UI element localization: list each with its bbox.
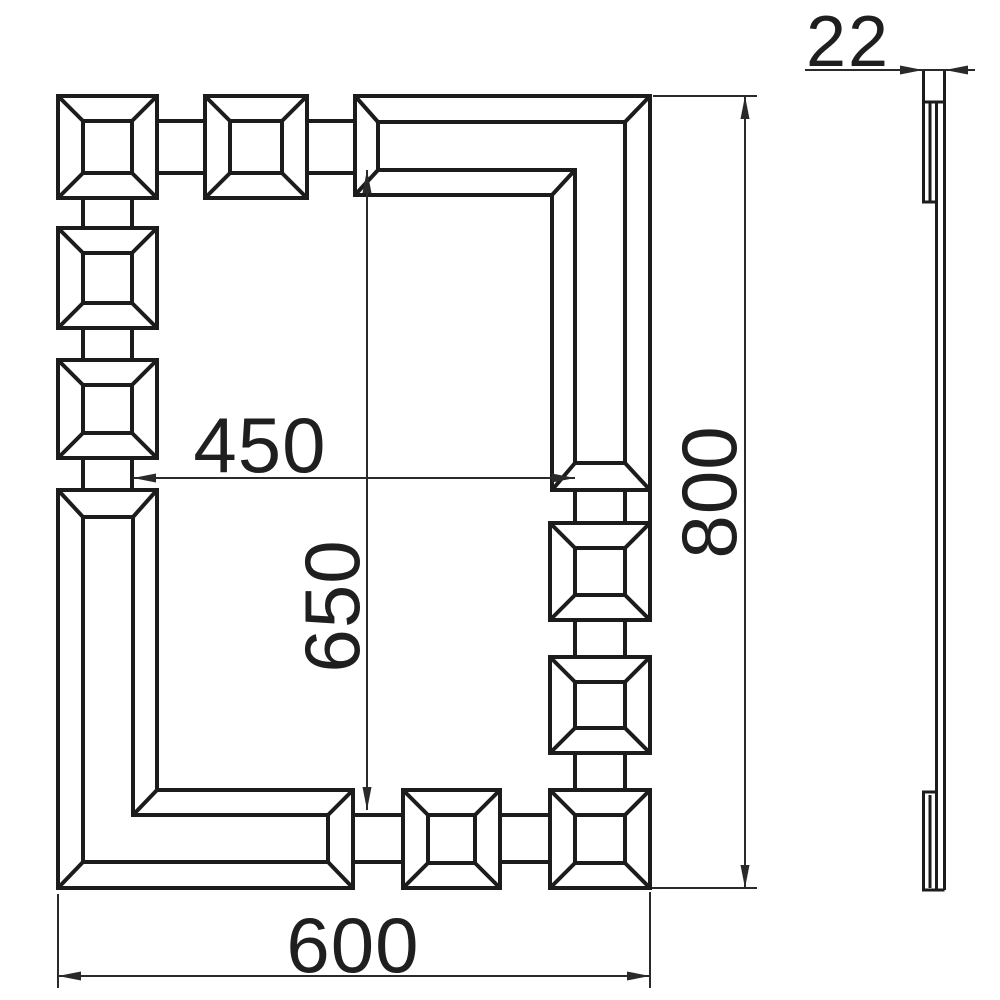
dimension-inner-height: 650 — [288, 170, 376, 810]
side-view-upper-tile-block — [922, 100, 938, 204]
dimension-inner-width: 450 — [133, 401, 575, 489]
arrowhead-right — [552, 473, 575, 483]
arrowhead-up — [740, 96, 750, 119]
dimensions: 450 650 800 600 — [57, 2, 975, 989]
front-view — [56, 94, 652, 890]
tile-group — [56, 94, 652, 890]
side-view-top-cap — [922, 70, 946, 104]
arrowhead-right — [900, 65, 923, 75]
dimension-overall-height: 800 — [652, 95, 757, 889]
dimension-label-650: 650 — [288, 539, 376, 672]
corner-piece-top-right — [353, 94, 652, 492]
dimension-label-450: 450 — [193, 401, 326, 489]
tile-left-3 — [56, 358, 159, 460]
dimension-label-22: 22 — [806, 2, 890, 82]
extension-lines — [652, 95, 757, 889]
dimension-thickness: 22 — [805, 2, 975, 82]
arrowhead-up — [362, 170, 372, 193]
corner-piece-group — [56, 94, 652, 890]
extension-lines — [57, 892, 651, 988]
connector-bars — [81, 119, 652, 864]
side-view-backing-panel — [923, 102, 946, 892]
tile-bottom-middle — [401, 788, 502, 890]
dimension-label-600: 600 — [286, 901, 419, 989]
tile-right-2 — [548, 655, 652, 755]
arrowhead-right — [627, 971, 650, 981]
tile-bottom-right — [548, 788, 652, 890]
arrowhead-left — [945, 65, 968, 75]
tile-left-2 — [56, 226, 159, 330]
side-view-lower-tile-block — [922, 790, 938, 892]
arrowhead-down — [362, 787, 372, 810]
arrowhead-down — [740, 865, 750, 888]
arrowhead-left — [58, 971, 81, 981]
corner-piece-bottom-left — [56, 488, 355, 890]
dimension-label-800: 800 — [665, 425, 753, 558]
tile-right-1 — [548, 521, 652, 622]
tile-top-middle — [203, 94, 309, 200]
arrowhead-left — [133, 473, 156, 483]
side-view — [922, 70, 946, 892]
dimension-overall-width: 600 — [57, 892, 651, 989]
tile-top-left — [56, 94, 159, 200]
